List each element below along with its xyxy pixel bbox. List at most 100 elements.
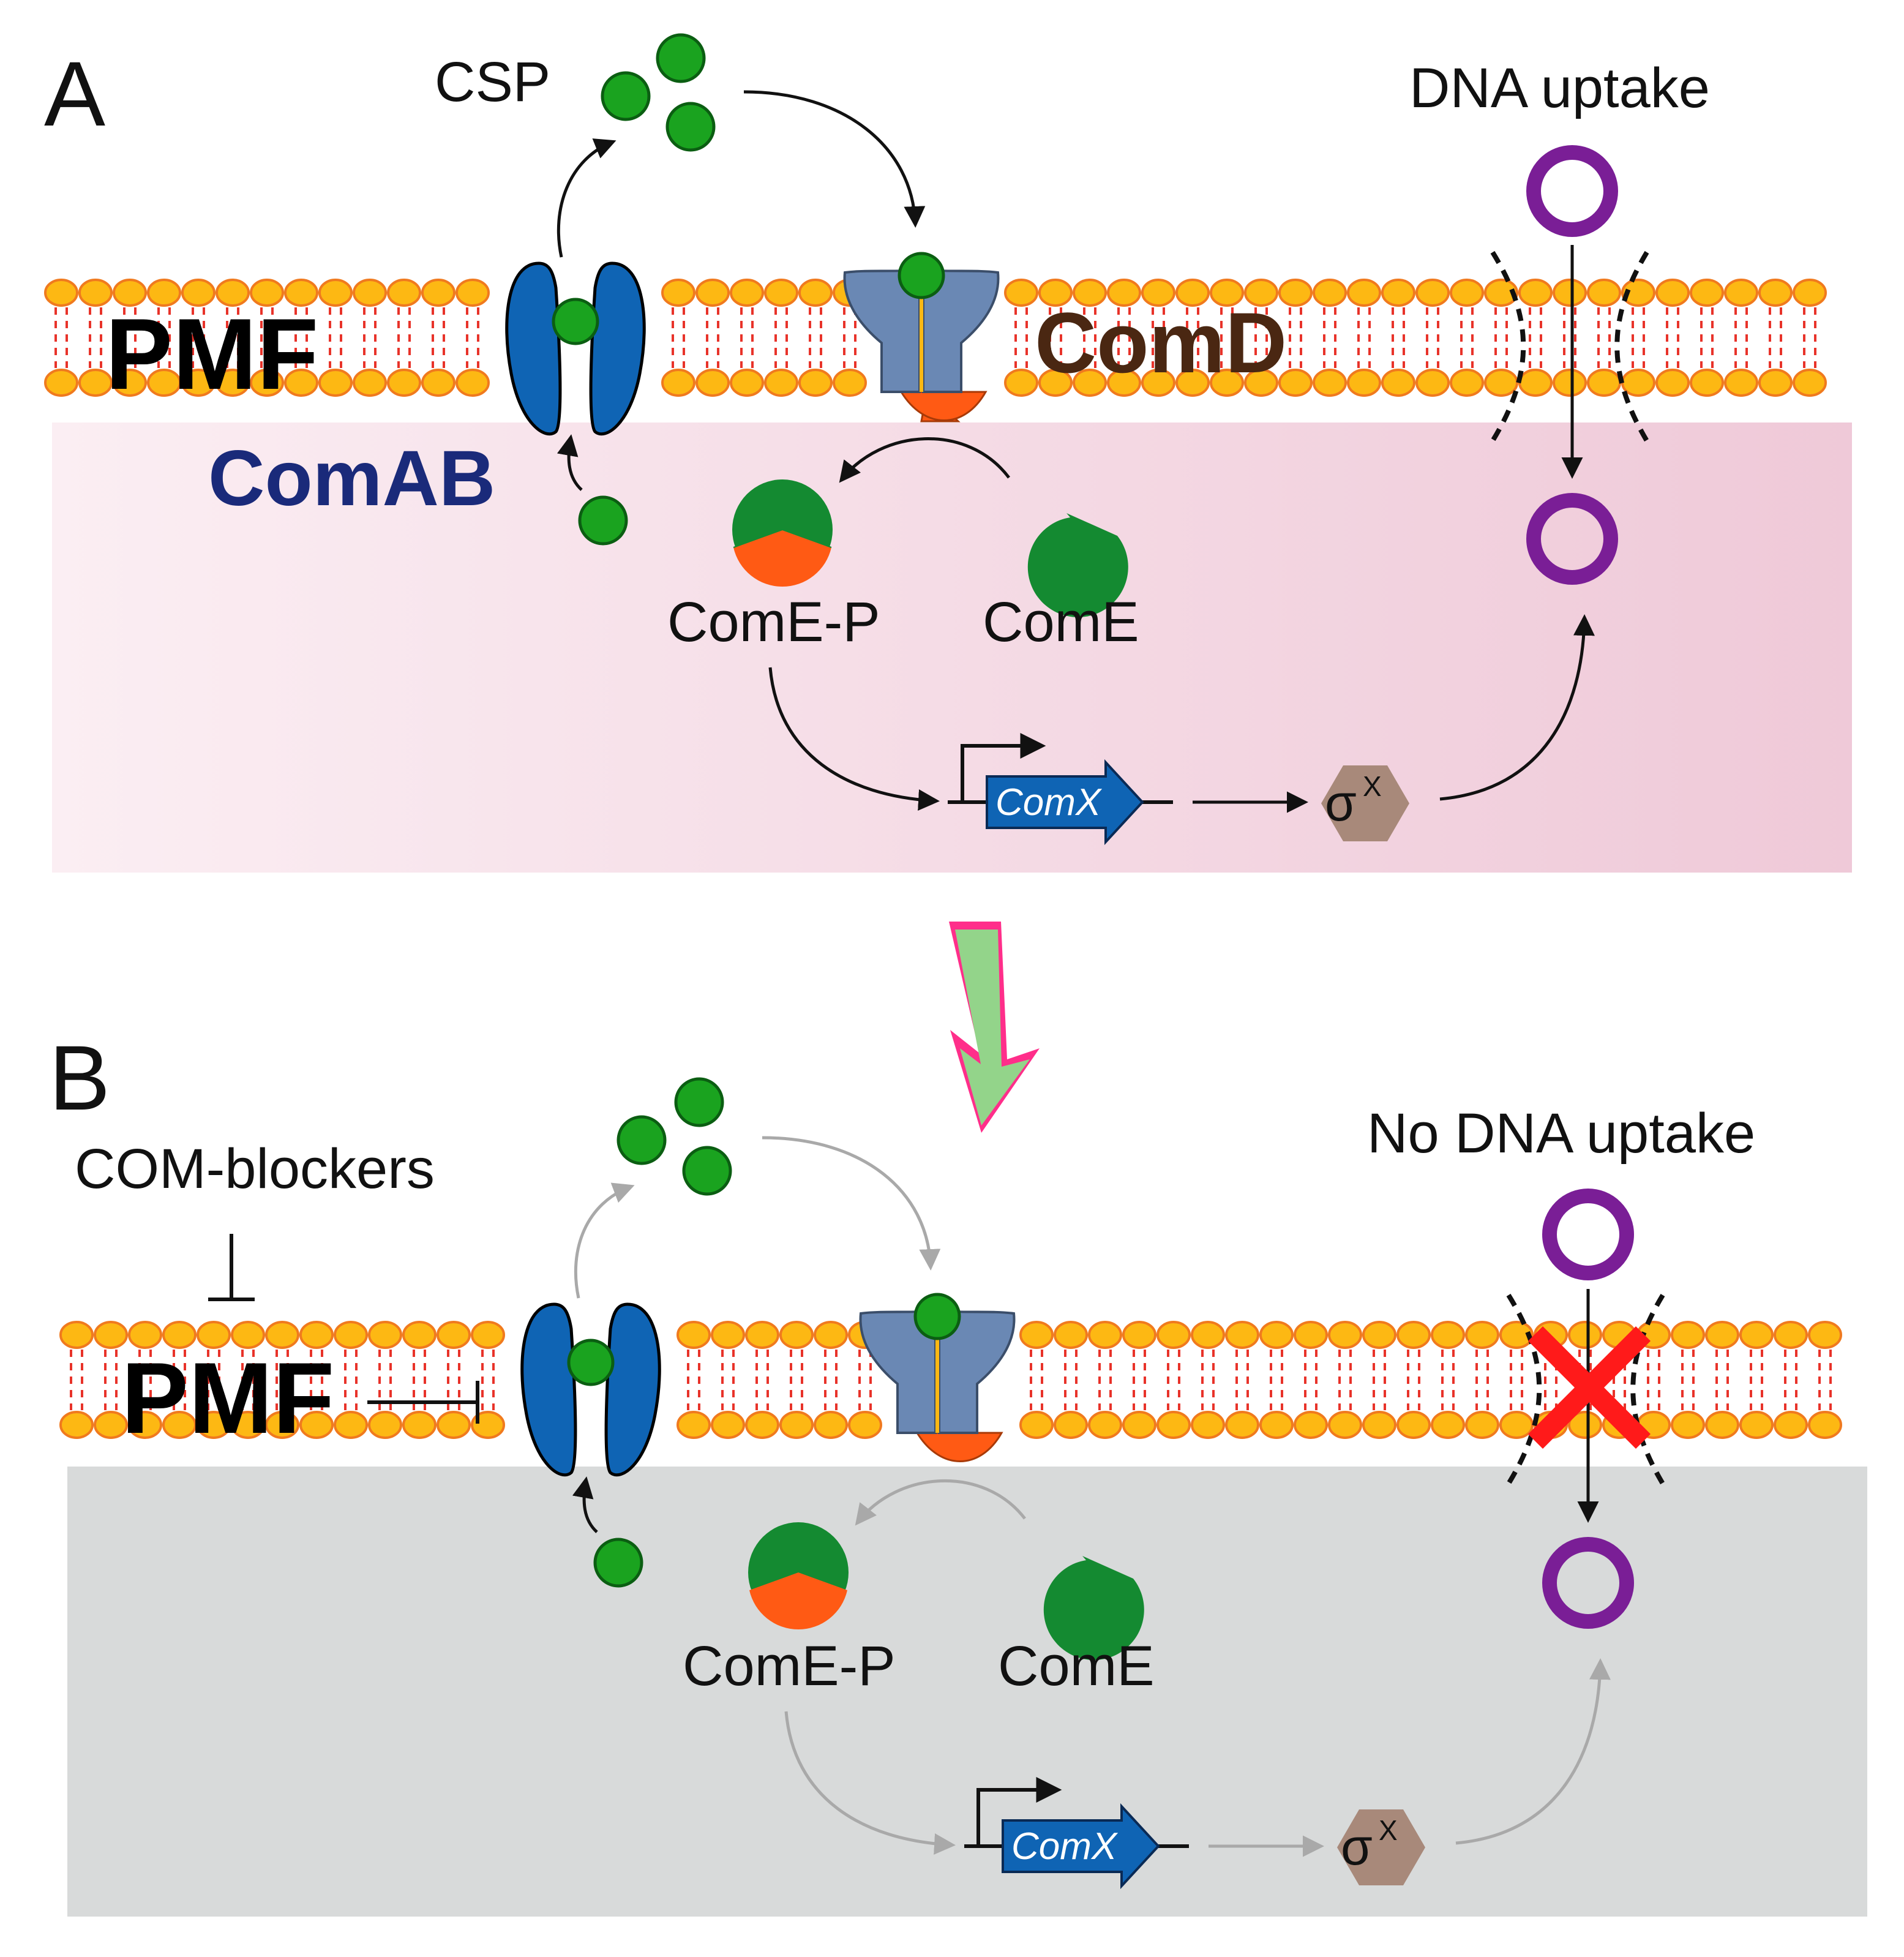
lipid-head (368, 1411, 402, 1439)
lipid-head (1793, 369, 1827, 397)
lipid-head (265, 1411, 299, 1439)
lipid-head (231, 1321, 265, 1349)
lipid-head (1073, 369, 1107, 397)
lipid-head (59, 1411, 94, 1439)
lipid-head (94, 1321, 128, 1349)
come-icon-b (1043, 1556, 1144, 1660)
arrows-a (557, 90, 1595, 811)
lipid-head (661, 369, 695, 397)
panel-b: B COM-blockers PMF No DNA uptake (49, 1026, 1867, 1917)
lipid-head (44, 279, 78, 307)
lipid-head (1690, 279, 1724, 307)
csp-cluster-a (601, 33, 716, 152)
lipid-head (1088, 1411, 1122, 1439)
lipid-head (711, 1321, 745, 1349)
lipid-head (113, 279, 147, 307)
lipid-head (1175, 279, 1210, 307)
csp-in-comab-b (567, 1339, 615, 1386)
lipid-head (1107, 279, 1141, 307)
panel-b-letter: B (49, 1026, 110, 1129)
lipid-head (1054, 1321, 1088, 1349)
csp-intracellular-b (593, 1538, 643, 1588)
csp-to-comd-arrow-a (743, 90, 926, 228)
lipid-head (1191, 1321, 1225, 1349)
lipid-head (1278, 369, 1313, 397)
lipid-head (711, 1411, 745, 1439)
lipid-head (455, 369, 490, 397)
lipid-head (1073, 279, 1107, 307)
comd-label: ComD (1035, 295, 1287, 391)
lipid-head (745, 1321, 779, 1349)
come-p-to-comx-arrow-b (784, 1711, 956, 1855)
come-label-a: ComE (983, 591, 1139, 653)
lipid-head (1724, 369, 1758, 397)
sigma-sup-b: X (1379, 1814, 1398, 1846)
lipid-head (1328, 1321, 1362, 1349)
phosphorylation-arrow-b (855, 1479, 1026, 1526)
lipid-head (1553, 279, 1587, 307)
csp-bound-comd (898, 252, 945, 299)
lipid-head (1210, 369, 1244, 397)
lipid-head (1808, 1321, 1842, 1349)
lipid-head (695, 369, 730, 397)
come-icon (1027, 513, 1128, 617)
sigma-label-b: σ (1341, 1818, 1373, 1876)
lipid-head (1774, 1411, 1808, 1439)
lipid-head (1210, 279, 1244, 307)
pmf-label-b: PMF (121, 1342, 334, 1454)
lipid-head (1313, 279, 1347, 307)
come-p-label-a: ComE-P (667, 591, 880, 653)
lipid-head (1655, 369, 1690, 397)
lipid-head (402, 1321, 437, 1349)
lipid-head (1004, 279, 1038, 307)
lipid-head (745, 1411, 779, 1439)
lipid-head (250, 279, 284, 307)
lipid-head (1758, 279, 1793, 307)
lipid-head (1362, 1321, 1396, 1349)
sigma-sup-a: X (1363, 770, 1382, 802)
transition-arrow (949, 922, 1040, 1133)
lipid-head (1278, 279, 1313, 307)
csp-bound-comd-b (913, 1293, 961, 1340)
lipid-head (695, 279, 730, 307)
lipid-head (181, 369, 216, 397)
no-dna-uptake-label: No DNA uptake (1367, 1102, 1755, 1165)
lipid-head (1415, 279, 1450, 307)
lipid-head (299, 1411, 334, 1439)
lipid-head (764, 279, 798, 307)
lipid-head (1244, 279, 1278, 307)
lipid-head (250, 369, 284, 397)
comab-import-arrow-a (557, 434, 583, 491)
lipid-head (1259, 1321, 1294, 1349)
lipid-head (1671, 1411, 1705, 1439)
lipid-head (1038, 279, 1073, 307)
dna-outside-a (1526, 145, 1618, 237)
lipid-head (1054, 1411, 1088, 1439)
lipid-head (231, 1411, 265, 1439)
lipid-head (437, 1321, 471, 1349)
lipid-head (1465, 1411, 1499, 1439)
come-label-b: ComE (998, 1635, 1155, 1697)
lipid-head (1690, 369, 1724, 397)
lipid-head (78, 369, 113, 397)
lipid-head (730, 369, 764, 397)
lipid-head (1499, 1411, 1534, 1439)
sigma-to-dna-arrow-a (1439, 614, 1595, 801)
lipid-head (1808, 1411, 1842, 1439)
comx-gene-b: ComX (964, 1777, 1189, 1890)
lipid-head (1587, 279, 1621, 307)
lipid-head (216, 279, 250, 307)
sigma-x-b: σ X (1337, 1809, 1425, 1885)
cytoplasm-b (67, 1467, 1867, 1917)
lipid-head (299, 1321, 334, 1349)
lipid-head (1313, 369, 1347, 397)
lipid-head (1141, 279, 1175, 307)
lipid-head (1294, 1321, 1328, 1349)
comx-gene-a: ComX (948, 733, 1173, 846)
lipid-head (1621, 279, 1655, 307)
csp-in-comab-a (552, 298, 599, 345)
lipid-head (1122, 1321, 1156, 1349)
lipid-head (59, 1321, 94, 1349)
lipid-head (1484, 279, 1518, 307)
lipid-head (1621, 369, 1655, 397)
